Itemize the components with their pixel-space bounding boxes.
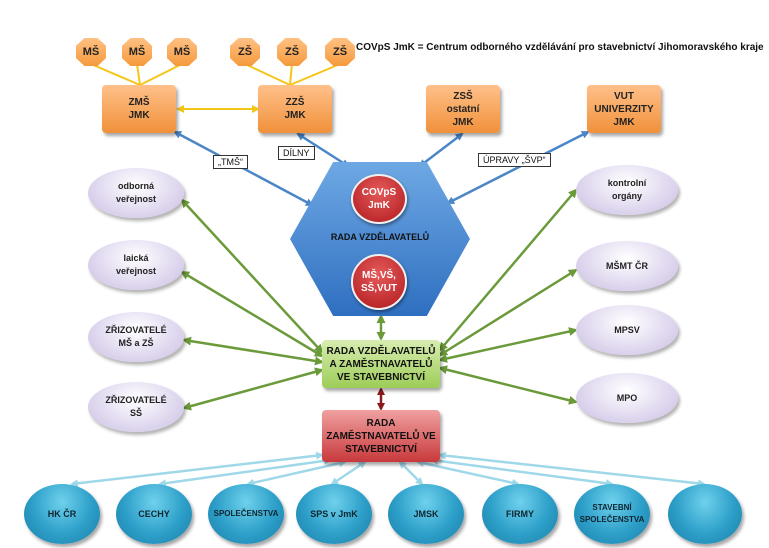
connector-ms3-zms bbox=[139, 63, 183, 86]
connector-zs1-zzs bbox=[244, 63, 291, 86]
arrow-zss-hexagon bbox=[418, 132, 464, 168]
bottom-node-firmy: FIRMY bbox=[482, 484, 558, 544]
ellipse-mpo: MPO bbox=[576, 373, 678, 423]
ellipse-msmt-cr: MŠMT ČR bbox=[576, 241, 678, 291]
edge-label-tms: „TMŠ“ bbox=[213, 155, 248, 169]
arrow-employers-sps bbox=[330, 460, 367, 486]
arrow-mpo-center bbox=[438, 365, 578, 405]
arrow-mpsv-center bbox=[438, 327, 578, 363]
connector-zs2-zzs bbox=[289, 63, 293, 86]
connector-ms2-zms bbox=[136, 63, 141, 86]
arrow-employers-spolecenstva bbox=[246, 459, 347, 487]
connector-zs3-zzs bbox=[289, 63, 341, 86]
ms-vs-ss-vut-circle: MŠ,VŠ, SŠ,VUT bbox=[351, 254, 407, 310]
ms-octagon-2: MŠ bbox=[122, 38, 152, 66]
bottom-node-cechy: CECHY bbox=[116, 484, 192, 544]
zss-ostatni-jmk-box: ZSŠ ostatní JMK bbox=[426, 85, 500, 133]
vut-univerzity-jmk-box: VUT UNIVERZITY JMK bbox=[587, 85, 661, 133]
zs-octagon-2: ZŠ bbox=[277, 38, 307, 66]
ms-octagon-3: MŠ bbox=[167, 38, 197, 66]
arrow-employers-unnamed bbox=[438, 451, 706, 488]
cyan-arrows bbox=[70, 451, 706, 488]
ellipse-kontrolni-organy: kontrolní orgány bbox=[576, 165, 678, 215]
ellipse-mpsv: MPSV bbox=[576, 305, 678, 355]
hexagon-title: RADA VZDĚLAVATELŮ bbox=[330, 232, 430, 242]
ellipse-odborna-verejnost: odborná veřejnost bbox=[88, 168, 184, 218]
ms-octagon-1: MŠ bbox=[76, 38, 106, 66]
arrow-zzs-hexagon bbox=[296, 132, 350, 168]
arrow-msmt-center bbox=[438, 268, 578, 357]
bottom-node-spolecenstva: SPOLEČENSTVA bbox=[208, 484, 284, 544]
zs-octagon-3: ZŠ bbox=[325, 38, 355, 66]
legend-text: COVpS JmK = Centrum odborného vzdělávání… bbox=[356, 42, 764, 53]
arrow-zrizovatele-ss-center bbox=[182, 367, 324, 411]
yellow-connectors bbox=[90, 63, 341, 113]
ellipse-laicka-verejnost: laická veřejnost bbox=[88, 240, 184, 290]
bottom-node-sps-v-jmk: SPS v JmK bbox=[296, 484, 372, 544]
arrow-employers-jmsk bbox=[398, 460, 424, 486]
bottom-node-hk-cr: HK ČR bbox=[24, 484, 100, 544]
ellipse-zrizovatele-ss: ZŘIZOVATELÉ SŠ bbox=[88, 382, 184, 432]
rada-vzdelavatelu-zamestnavatelu-box: RADA VZDĚLAVATELŮ A ZAMĚSTNAVATELŮ VE ST… bbox=[322, 340, 440, 388]
covps-jmk-circle: COVpS JmK bbox=[351, 174, 407, 224]
bottom-node-jmsk: JMSK bbox=[388, 484, 464, 544]
edge-label-upravy-svp: ÚPRAVY „ŠVP“ bbox=[478, 153, 551, 167]
zzs-jmk-box: ZZŠ JMK bbox=[258, 85, 332, 133]
ellipse-zrizovatele-ms-zs: ZŘIZOVATELÉ MŠ a ZŠ bbox=[88, 312, 184, 362]
arrow-vut-hexagon bbox=[446, 130, 590, 205]
bottom-node-unlabeled bbox=[668, 484, 742, 544]
zs-octagon-1: ZŠ bbox=[230, 38, 260, 66]
green-arrows bbox=[180, 188, 578, 411]
zms-jmk-box: ZMŠ JMK bbox=[102, 85, 176, 133]
edge-label-dilny: DÍLNY bbox=[278, 146, 315, 160]
connector-ms1-zms bbox=[90, 63, 141, 86]
bottom-node-stavebni-spolecenstva: STAVEBNÍ SPOLEČENSTVA bbox=[574, 484, 650, 544]
arrow-zrizovatele-mszs-center bbox=[182, 336, 324, 366]
arrow-kontrolni-center bbox=[438, 188, 578, 352]
rada-zamestnavatelu-box: RADA ZAMĚSTNAVATELŮ VE STAVEBNICTVÍ bbox=[322, 410, 440, 462]
